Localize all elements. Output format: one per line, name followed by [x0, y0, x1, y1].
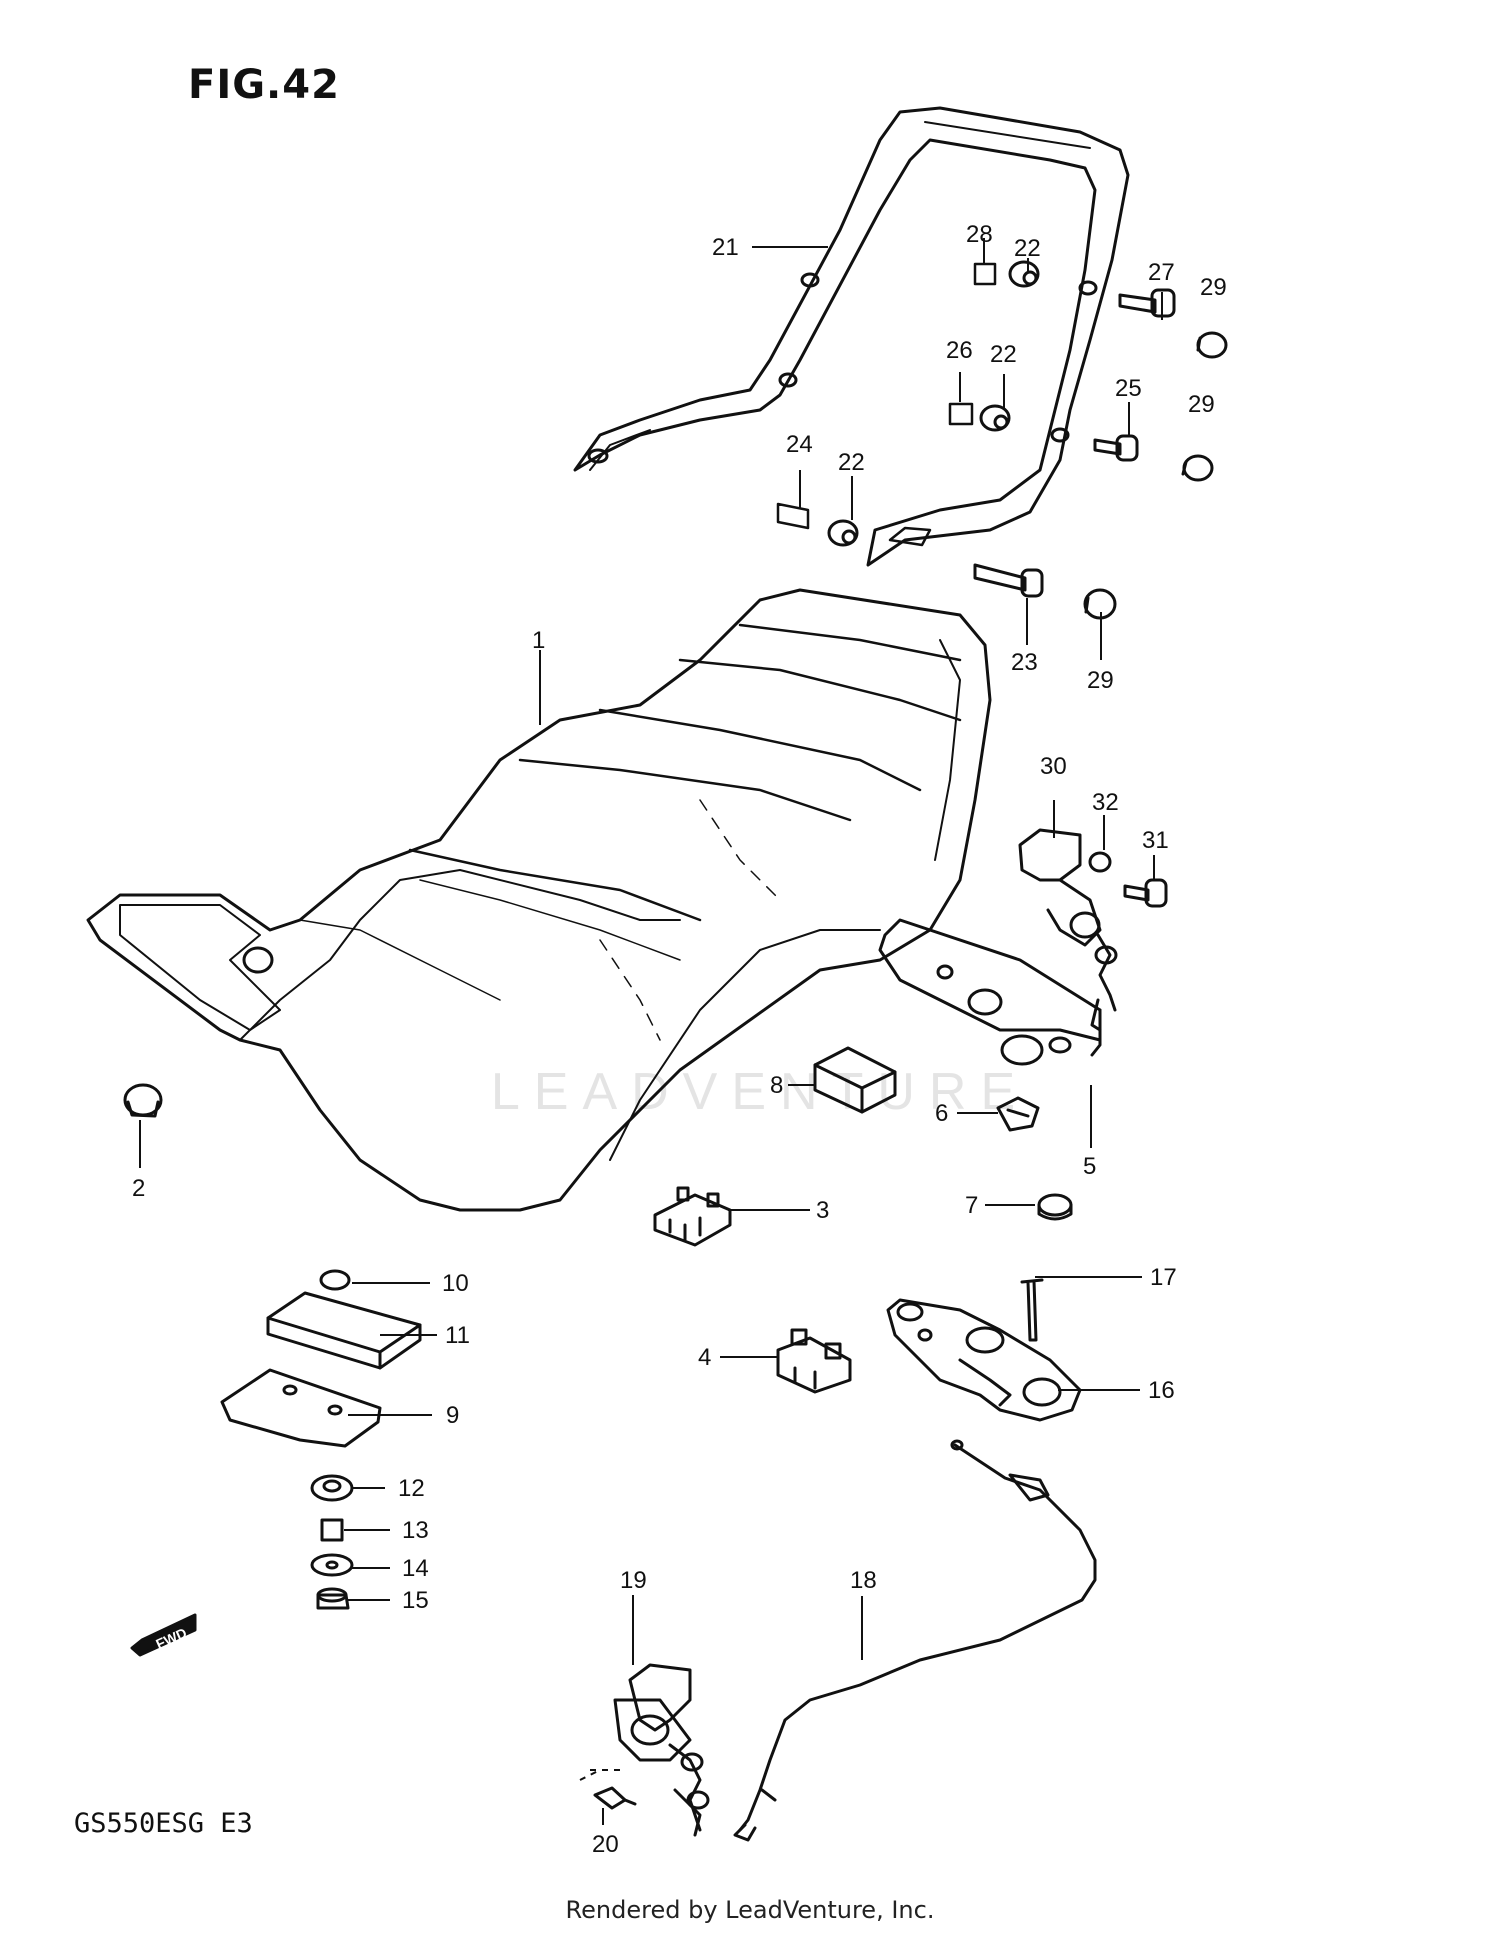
- part-washer-32: [1088, 851, 1112, 873]
- fwd-arrow-icon: [130, 1613, 197, 1657]
- callout-23: 23: [1011, 649, 1038, 676]
- callout-26: 26: [946, 337, 973, 364]
- part-grommets: [310, 1474, 354, 1610]
- callout-32: 32: [1092, 789, 1119, 816]
- callout-29-a: 29: [1200, 274, 1227, 301]
- callout-2: 2: [132, 1175, 145, 1202]
- callout-9: 9: [446, 1402, 459, 1429]
- callout-18: 18: [850, 1567, 877, 1594]
- callout-6: 6: [935, 1100, 948, 1127]
- part-cushion-8: [813, 1046, 897, 1114]
- callout-11: 11: [445, 1322, 470, 1349]
- callout-19: 19: [620, 1567, 647, 1594]
- part-bushes: [776, 260, 1040, 547]
- callout-21: 21: [712, 234, 739, 261]
- callout-8: 8: [770, 1072, 783, 1099]
- callout-12: 12: [398, 1475, 425, 1502]
- callout-4: 4: [698, 1344, 711, 1371]
- part-cushion-2: [123, 1083, 163, 1118]
- model-code: GS550ESG E3: [74, 1808, 253, 1839]
- part-seat: [86, 588, 992, 1212]
- part-stopper-4: [776, 1328, 852, 1394]
- callout-30: 30: [1040, 753, 1067, 780]
- callout-29-c: 29: [1087, 667, 1114, 694]
- callout-17: 17: [1150, 1264, 1177, 1291]
- callout-22-a: 22: [1014, 235, 1041, 262]
- part-caps: [1083, 331, 1228, 620]
- callout-16: 16: [1148, 1377, 1175, 1404]
- callout-1: 1: [532, 627, 545, 654]
- callout-numbers: 21 28 22 26 22 27 29 25 29 24 22 23 29 1…: [132, 221, 1227, 1858]
- watermark-text: LEADVENTURE: [490, 1063, 1030, 1121]
- credit-line: Rendered by LeadVenture, Inc.: [565, 1896, 935, 1924]
- callout-27: 27: [1148, 259, 1175, 286]
- part-bracket-5: [878, 918, 1102, 1066]
- part-stopper-3: [653, 1186, 732, 1247]
- callout-7: 7: [965, 1192, 978, 1219]
- part-seat-lock-30: [1018, 828, 1118, 1032]
- part-cable-18: [733, 1439, 1097, 1842]
- part-hinge-16: [886, 1298, 1082, 1422]
- part-screw-17: [1020, 1278, 1044, 1342]
- part-nut-7: [1037, 1193, 1073, 1221]
- callout-25: 25: [1115, 375, 1142, 402]
- callout-24: 24: [786, 431, 813, 458]
- callout-29-b: 29: [1188, 391, 1215, 418]
- part-nut-6: [996, 1096, 1040, 1132]
- callout-13: 13: [402, 1517, 429, 1544]
- callout-5: 5: [1083, 1153, 1096, 1180]
- callout-31: 31: [1142, 827, 1169, 854]
- callout-10: 10: [442, 1270, 469, 1297]
- callout-28: 28: [966, 221, 993, 248]
- callout-3: 3: [816, 1197, 829, 1224]
- callout-20: 20: [592, 1831, 619, 1858]
- part-grab-rail: [573, 106, 1130, 567]
- callout-22-c: 22: [838, 449, 865, 476]
- part-plates: [220, 1269, 422, 1448]
- callout-15: 15: [402, 1587, 429, 1614]
- leader-lines: [139, 238, 1163, 1825]
- fwd-label: FWD: [153, 1624, 189, 1652]
- part-lock-19: [613, 1663, 710, 1837]
- callout-14: 14: [402, 1555, 429, 1582]
- callout-22-b: 22: [990, 341, 1017, 368]
- part-screw-20: [593, 1786, 637, 1810]
- figure-title: FIG.42: [188, 62, 340, 108]
